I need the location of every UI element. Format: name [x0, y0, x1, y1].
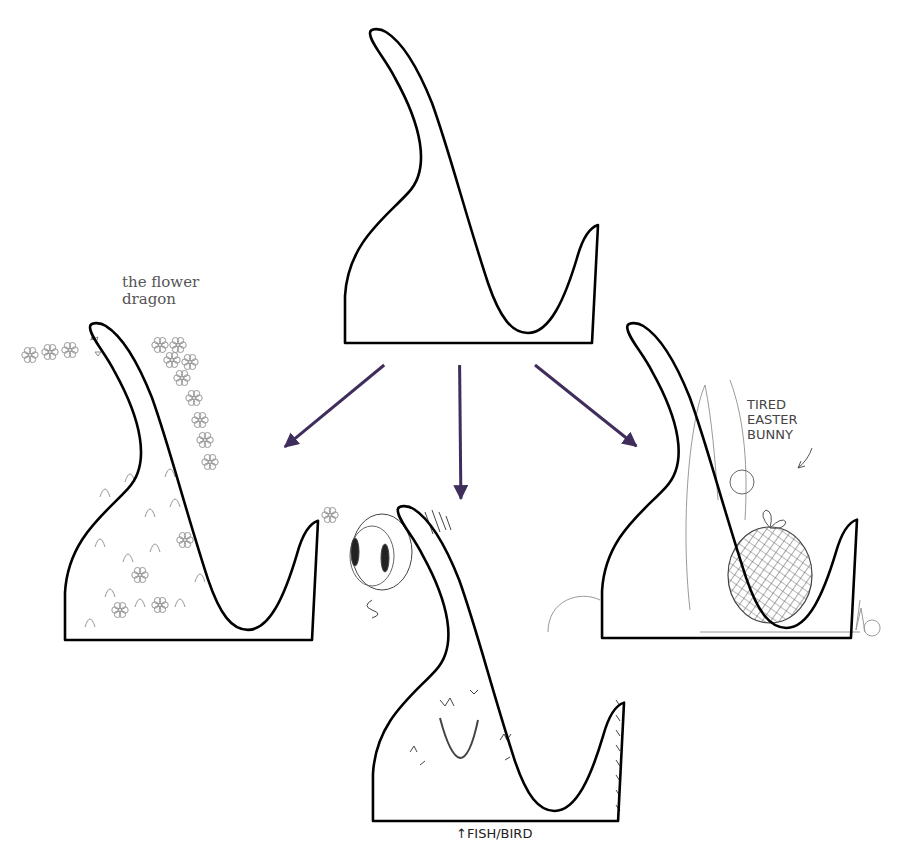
- shape-outline-path: [373, 506, 624, 821]
- arrow-connector: [285, 365, 384, 447]
- handwritten-title: TIRED EASTER BUNNY: [747, 398, 839, 443]
- sketch-shape: TIRED EASTER BUNNY: [597, 322, 859, 640]
- shape-outline: [597, 322, 859, 640]
- shape-outline-path: [345, 29, 598, 343]
- basket-bow: [763, 510, 786, 528]
- template-shape: [340, 28, 600, 345]
- easter-basket: [728, 527, 812, 623]
- handwritten-note: ↑FISH/BIRD: [456, 827, 586, 842]
- sketch-shape: ↑FISH/BIRD: [368, 505, 626, 823]
- hump-doodles: [85, 469, 205, 627]
- shape-outline: [368, 505, 626, 823]
- sketch-shape: the flower dragon: [60, 322, 320, 642]
- shape-outline: [340, 28, 600, 345]
- shape-outline: [60, 322, 320, 642]
- bunny-sketch: [548, 380, 880, 636]
- shape-outline-path: [602, 323, 857, 638]
- shape-outline-path: [65, 323, 318, 640]
- arrow-connector: [535, 365, 636, 446]
- handwritten-title: the flower dragon: [122, 274, 218, 309]
- arrow-connector: [460, 365, 461, 499]
